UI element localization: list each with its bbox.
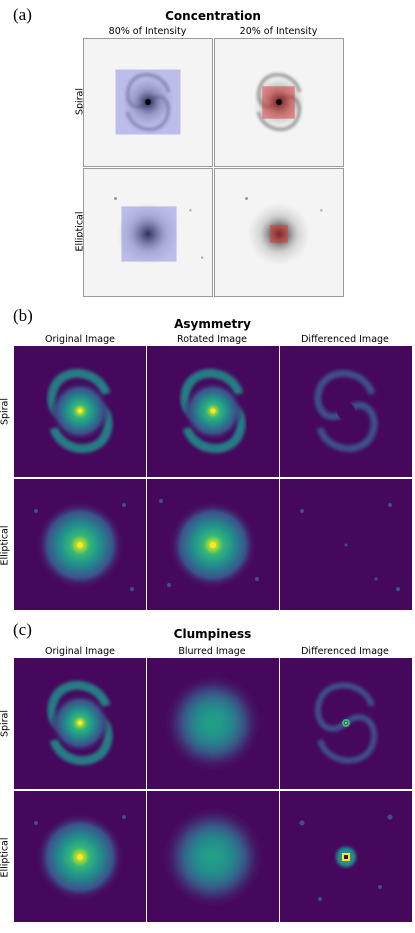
concentration-title: Concentration [165,9,261,23]
clumpiness-col-original: Original Image [45,646,115,657]
asymmetry-row-elliptical: Elliptical [0,525,11,566]
clumpiness-row-spiral: Spiral [0,709,11,738]
asymmetry-row-spiral: Spiral [0,397,11,426]
asymmetry-col-original: Original Image [45,334,115,345]
concentration-spiral-80-image [83,38,213,167]
asymmetry-col-differenced: Differenced Image [301,334,389,345]
concentration-elliptical-80-image [83,168,213,297]
clumpiness-row-elliptical: Elliptical [0,837,11,878]
concentration-col-20: 20% of Intensity [239,26,318,37]
asymmetry-elliptical-rotated-image [147,479,279,610]
asymmetry-spiral-original-image [14,346,146,477]
panel-a-label: (a) [13,5,32,24]
clumpiness-spiral-original-image [14,658,146,789]
clumpiness-spiral-differenced-image [280,658,412,789]
clumpiness-elliptical-original-image [14,791,146,922]
panel-c-label: (c) [13,620,32,639]
concentration-col-80: 80% of Intensity [108,26,187,37]
concentration-elliptical-20-image [214,168,344,297]
clumpiness-title: Clumpiness [173,627,252,641]
concentration-spiral-20-image [214,38,344,167]
clumpiness-col-differenced: Differenced Image [301,646,389,657]
asymmetry-elliptical-differenced-image [280,479,412,610]
asymmetry-col-rotated: Rotated Image [177,334,247,345]
asymmetry-spiral-differenced-image [280,346,412,477]
asymmetry-title: Asymmetry [174,317,251,331]
clumpiness-spiral-blurred-image [147,658,279,789]
clumpiness-col-blurred: Blurred Image [178,646,246,657]
clumpiness-elliptical-differenced-image [280,791,412,922]
asymmetry-elliptical-original-image [14,479,146,610]
asymmetry-spiral-rotated-image [147,346,279,477]
clumpiness-elliptical-blurred-image [147,791,279,922]
panel-b-label: (b) [13,306,33,325]
